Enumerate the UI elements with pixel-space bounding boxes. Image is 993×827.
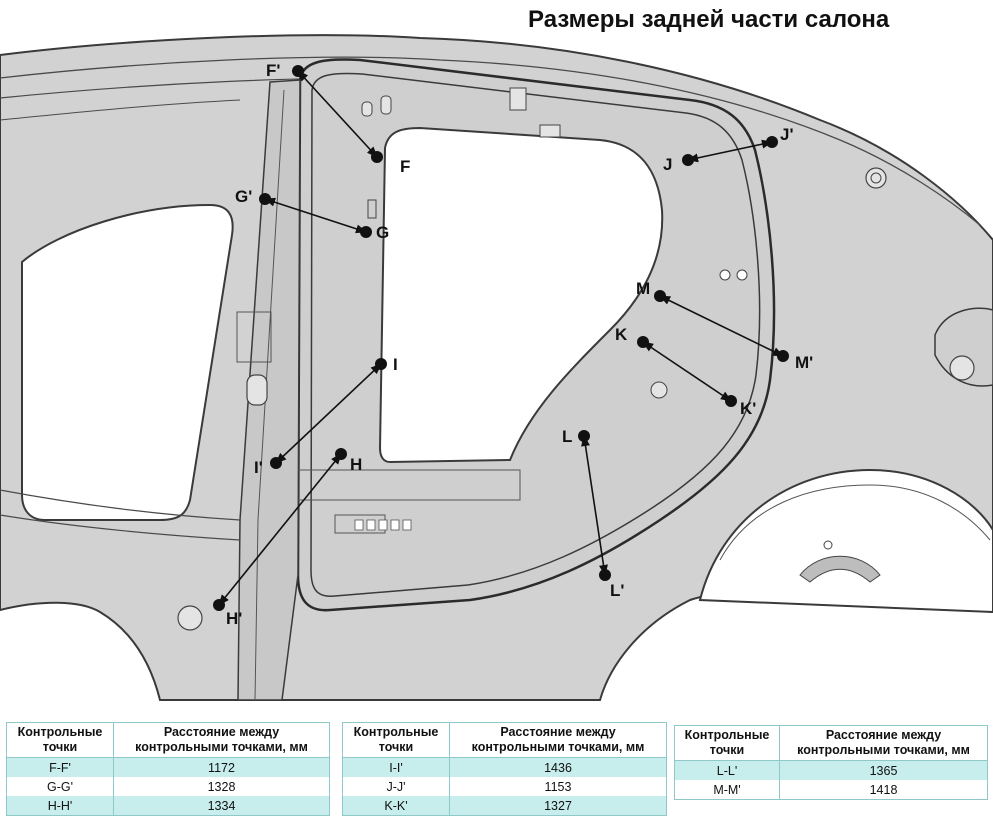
label-J2: J' [780, 125, 794, 144]
label-F: F [400, 157, 410, 176]
label-G: G [376, 223, 389, 242]
measurement-lines [218, 70, 785, 606]
rear-wheel-arch [698, 468, 993, 614]
point-M2 [777, 350, 789, 362]
point-F [371, 151, 383, 163]
label-K: K [615, 325, 628, 344]
point-H [335, 448, 347, 460]
cell-points: I-I' [342, 757, 450, 777]
label-F2: F' [266, 61, 280, 80]
label-L: L [562, 427, 572, 446]
cell-distance: 1327 [449, 796, 667, 816]
point-J2 [766, 136, 778, 148]
table-row: H-H' 1334 [6, 796, 330, 816]
point-H2 [213, 599, 225, 611]
label-I: I [393, 355, 398, 374]
diagram-title: Размеры задней части салона [528, 6, 890, 33]
table-header-points: Контрольные точки [342, 722, 450, 758]
cell-distance: 1436 [449, 757, 667, 777]
table-row: L-L' 1365 [674, 760, 988, 780]
point-G [360, 226, 372, 238]
point-I [375, 358, 387, 370]
label-L2: L' [610, 581, 624, 600]
point-K [637, 336, 649, 348]
point-L [578, 430, 590, 442]
point-M [654, 290, 666, 302]
table-row: K-K' 1327 [342, 796, 667, 816]
cell-distance: 1172 [113, 757, 330, 777]
measurement-table-3: Контрольные точки Расстояние между контр… [674, 725, 988, 800]
cell-distance: 1418 [779, 780, 988, 800]
cell-points: L-L' [674, 760, 780, 780]
point-L2 [599, 569, 611, 581]
rear-window-opening [378, 126, 664, 464]
table-row: J-J' 1153 [342, 777, 667, 796]
control-points [213, 65, 789, 611]
cell-points: H-H' [6, 796, 114, 816]
label-K2: K' [740, 399, 756, 418]
label-H: H [350, 455, 362, 474]
point-K2 [725, 395, 737, 407]
label-J: J [663, 155, 672, 174]
table-row: I-I' 1436 [342, 757, 667, 777]
measurement-table-2: Контрольные точки Расстояние между контр… [342, 722, 667, 816]
table-header-distance: Расстояние между контрольными точками, м… [113, 722, 330, 758]
label-M: M [636, 279, 650, 298]
measurement-table-1: Контрольные точки Расстояние между контр… [6, 722, 330, 816]
point-J [682, 154, 694, 166]
cell-points: G-G' [6, 777, 114, 796]
cell-points: J-J' [342, 777, 450, 796]
table-row: G-G' 1328 [6, 777, 330, 796]
table-header-points: Контрольные точки [6, 722, 114, 758]
body-side-diagram: F F' G G' H H' I I' J J' K K' L L' M M' [0, 34, 993, 701]
point-G2 [259, 193, 271, 205]
point-F2 [292, 65, 304, 77]
label-H2: H' [226, 609, 242, 628]
table-row: F-F' 1172 [6, 757, 330, 777]
cell-points: F-F' [6, 757, 114, 777]
table-header-points: Контрольные точки [674, 725, 780, 761]
cell-distance: 1328 [113, 777, 330, 796]
cell-distance: 1334 [113, 796, 330, 816]
front-window-opening [21, 203, 234, 521]
point-I2 [270, 457, 282, 469]
label-G2: G' [235, 187, 252, 206]
label-M2: M' [795, 353, 813, 372]
cell-distance: 1153 [449, 777, 667, 796]
table-row: M-M' 1418 [674, 780, 988, 800]
point-labels: F F' G G' H H' I I' J J' K K' L L' M M' [226, 61, 813, 628]
cell-distance: 1365 [779, 760, 988, 780]
cell-points: K-K' [342, 796, 450, 816]
table-header-distance: Расстояние между контрольными точками, м… [449, 722, 667, 758]
label-I2: I' [254, 458, 263, 477]
table-header-distance: Расстояние между контрольными точками, м… [779, 725, 988, 761]
cell-points: M-M' [674, 780, 780, 800]
